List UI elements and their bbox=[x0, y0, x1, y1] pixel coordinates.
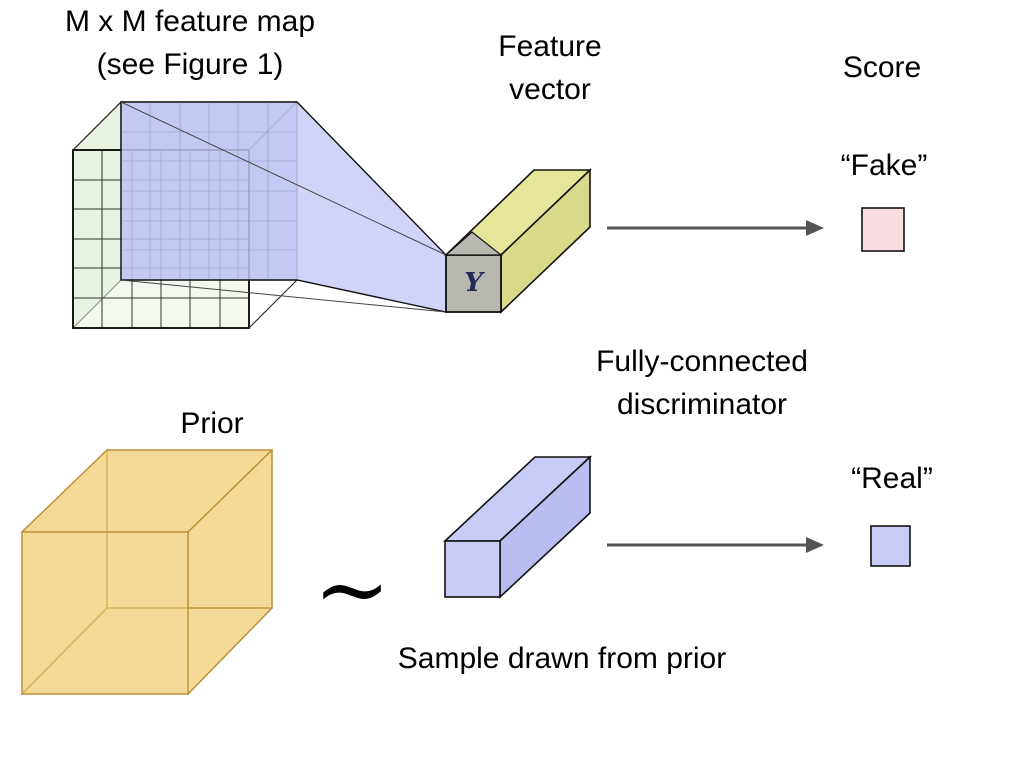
prior-cube bbox=[20, 448, 274, 696]
arrow-to-fake bbox=[607, 220, 824, 236]
real-label: “Real” bbox=[851, 462, 933, 495]
tilde-symbol: ~ bbox=[313, 536, 391, 643]
fc-discriminator-label-line2: discriminator bbox=[616, 388, 788, 421]
prior-label: Prior bbox=[180, 407, 244, 440]
fake-score-box bbox=[861, 207, 905, 252]
real-score-box bbox=[870, 525, 911, 567]
sample-label: Sample drawn from prior bbox=[397, 642, 727, 675]
vector-symbol: Y bbox=[464, 268, 483, 298]
feature-vector-label: Feature vector bbox=[470, 25, 630, 111]
feature-map-label-line2: (see Figure 1) bbox=[96, 48, 284, 81]
arrow-to-real bbox=[607, 537, 824, 553]
score-label: Score bbox=[842, 51, 922, 84]
feature-vector-prism bbox=[444, 168, 592, 314]
feature-map-label: M x M feature map (see Figure 1) bbox=[36, 0, 344, 86]
feature-map-label-line1: M x M feature map bbox=[64, 5, 316, 38]
sample-vector-prism bbox=[442, 455, 593, 599]
fc-discriminator-label-line1: Fully-connected bbox=[596, 345, 808, 378]
fake-label: “Fake” bbox=[840, 149, 928, 182]
fc-discriminator-label: Fully-connected discriminator bbox=[566, 340, 838, 426]
projection-wedge bbox=[120, 101, 447, 313]
feature-vector-label-line2: vector bbox=[509, 73, 591, 106]
feature-vector-label-line1: Feature bbox=[498, 30, 602, 63]
